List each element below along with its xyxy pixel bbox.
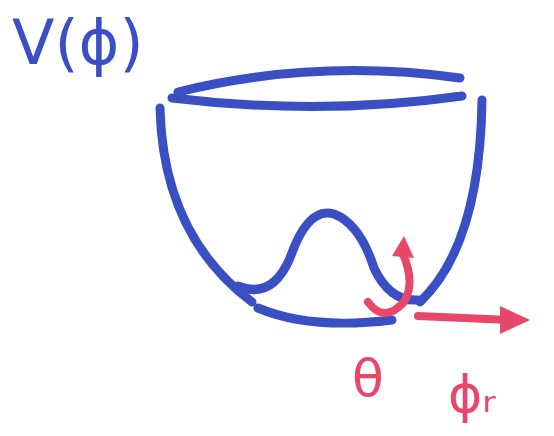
bowl-right-wall: [420, 100, 482, 302]
angle-label: θ: [352, 352, 384, 404]
theta-arrowhead: [392, 236, 414, 258]
potential-label: V(ϕ): [12, 12, 144, 74]
bowl-rim-front: [172, 96, 462, 107]
theta-rotation-arrow: [368, 252, 410, 313]
radial-field-label: ϕᵣ: [448, 368, 496, 420]
radial-arrow: [418, 316, 512, 320]
central-hump: [238, 213, 418, 300]
radial-arrowhead: [500, 306, 530, 334]
bowl-rim-back: [178, 71, 460, 92]
bowl-left-wall: [160, 108, 252, 302]
